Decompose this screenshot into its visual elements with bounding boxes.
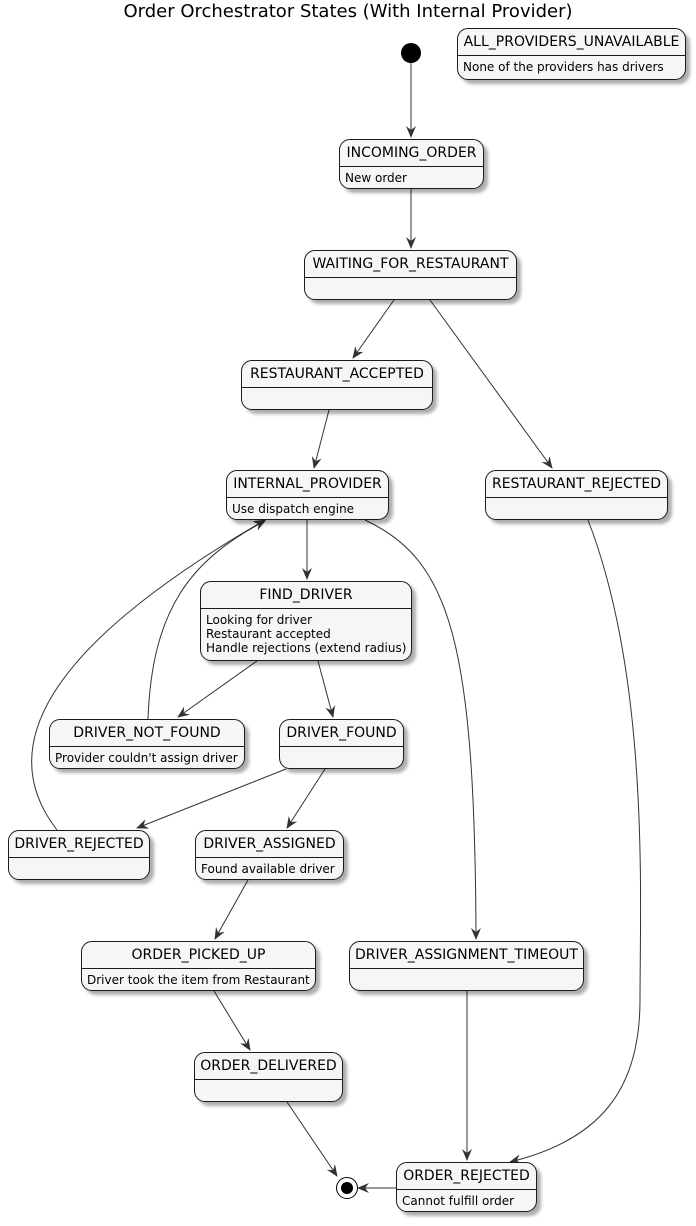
transition-driver-not-found-to-internal-provider (147, 520, 266, 720)
state-description (280, 747, 403, 754)
state-description-line: Handle rejections (extend radius) (206, 641, 407, 655)
state-description: New order (340, 167, 483, 188)
state-name: RESTAURANT_REJECTED (486, 471, 667, 498)
state-name: DRIVER_FOUND (280, 720, 403, 747)
state-description-line: Looking for driver (206, 613, 313, 627)
state-waiting-for-restaurant: WAITING_FOR_RESTAURANT (304, 250, 517, 300)
state-name: WAITING_FOR_RESTAURANT (305, 251, 516, 278)
state-driver-rejected: DRIVER_REJECTED (8, 830, 150, 880)
state-name: ALL_PROVIDERS_UNAVAILABLE (458, 29, 685, 56)
state-name: ORDER_PICKED_UP (82, 942, 315, 969)
state-description: None of the providers has drivers (458, 56, 685, 77)
state-driver-found: DRIVER_FOUND (279, 719, 404, 769)
state-name: ORDER_REJECTED (397, 1163, 536, 1190)
state-name: DRIVER_ASSIGNMENT_TIMEOUT (350, 942, 583, 969)
state-name: INTERNAL_PROVIDER (227, 471, 388, 498)
state-description (305, 278, 516, 285)
state-name: RESTAURANT_ACCEPTED (242, 361, 432, 388)
state-description (195, 1080, 342, 1087)
state-internal-provider: INTERNAL_PROVIDER Use dispatch engine (226, 470, 389, 520)
state-name: FIND_DRIVER (201, 582, 411, 609)
state-incoming-order: INCOMING_ORDER New order (339, 139, 484, 189)
state-all-providers-unavailable: ALL_PROVIDERS_UNAVAILABLE None of the pro… (457, 28, 686, 80)
state-description-line: Provider couldn't assign driver (55, 751, 238, 765)
state-description-line: Found available driver (201, 862, 335, 876)
state-description: Provider couldn't assign driver (50, 747, 244, 768)
transition-driver-found-to-driver-assigned (286, 768, 326, 829)
state-order-picked-up: ORDER_PICKED_UP Driver took the item from… (81, 941, 316, 991)
transition-restaurant-accepted-to-internal-provider (311, 409, 330, 469)
state-order-rejected: ORDER_REJECTED Cannot fulfill order (396, 1162, 537, 1212)
transition-restaurant-rejected-to-order-rejected (509, 519, 642, 1165)
transition-driver-assigned-to-order-picked-up (214, 879, 249, 940)
state-description (486, 498, 667, 505)
state-description-line: None of the providers has drivers (463, 60, 664, 74)
state-description-line: Restaurant accepted (206, 627, 331, 641)
state-description (350, 969, 583, 976)
state-name: DRIVER_NOT_FOUND (50, 720, 244, 747)
state-driver-assigned: DRIVER_ASSIGNED Found available driver (195, 830, 344, 880)
transition-order-picked-up-to-order-delivered (213, 990, 251, 1051)
state-name: ORDER_DELIVERED (195, 1053, 342, 1080)
transition-find-driver-to-driver-not-found (177, 660, 258, 718)
state-driver-assignment-timeout: DRIVER_ASSIGNMENT_TIMEOUT (349, 941, 584, 991)
state-description: Found available driver (196, 858, 343, 879)
final-state-node (336, 1177, 358, 1199)
state-description-line: Use dispatch engine (232, 502, 355, 516)
state-driver-not-found: DRIVER_NOT_FOUND Provider couldn't assign… (49, 719, 245, 769)
transition-driver-rejected-to-internal-provider (31, 519, 266, 831)
state-description: Driver took the item from Restaurant (82, 969, 315, 990)
final-state-core (340, 1181, 353, 1194)
transition-waiting-for-restaurant-to-restaurant-accepted (352, 299, 395, 359)
state-description-line: Driver took the item from Restaurant (87, 973, 310, 987)
state-restaurant-accepted: RESTAURANT_ACCEPTED (241, 360, 433, 410)
state-description: Cannot fulfill order (397, 1190, 536, 1211)
diagram-title: Order Orchestrator States (With Internal… (123, 1, 573, 22)
transition-order-delivered-to-end (286, 1101, 338, 1177)
state-description: Use dispatch engine (227, 498, 388, 519)
state-name: DRIVER_REJECTED (9, 831, 149, 858)
state-restaurant-rejected: RESTAURANT_REJECTED (485, 470, 668, 520)
state-description (9, 858, 149, 865)
transition-driver-found-to-driver-rejected (136, 768, 287, 829)
state-description-line: New order (345, 171, 407, 185)
state-name: INCOMING_ORDER (340, 140, 483, 167)
transition-waiting-for-restaurant-to-restaurant-rejected (429, 299, 553, 469)
state-description (242, 388, 432, 395)
initial-state-node (401, 43, 421, 63)
state-order-delivered: ORDER_DELIVERED (194, 1052, 343, 1102)
state-description-line: Cannot fulfill order (402, 1194, 515, 1208)
state-name: DRIVER_ASSIGNED (196, 831, 343, 858)
transition-internal-provider-to-driver-assignment-timeout (364, 519, 481, 940)
transition-find-driver-to-driver-found (317, 660, 335, 718)
